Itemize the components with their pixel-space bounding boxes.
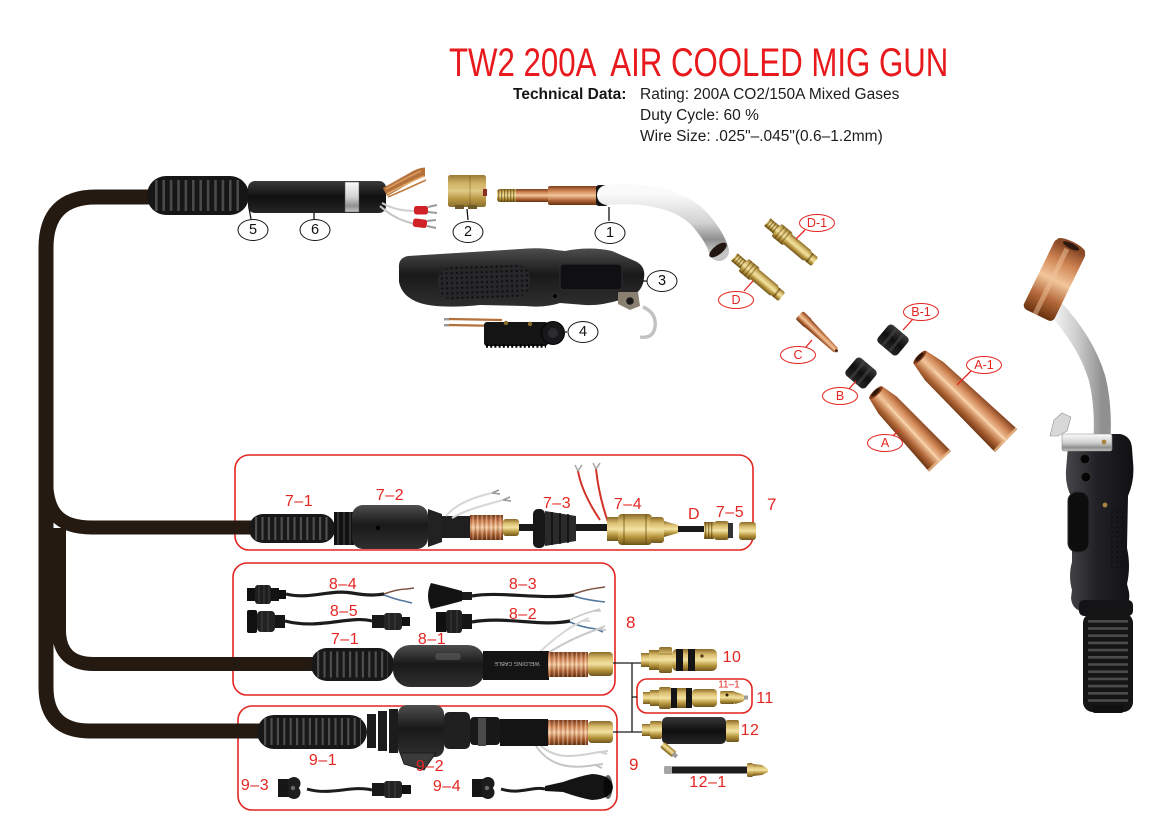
label-7-2: 7–2 [375,487,405,504]
callout-b: B [822,387,858,405]
part6-rear-tube [248,181,386,213]
part9-2-connector [367,705,500,771]
callout-2-connector-block: 2 [452,221,484,243]
callout-4-trigger: 4 [567,321,599,343]
tech-duty-cycle: Duty Cycle: 60 % [640,107,759,124]
label-section-8: 8 [626,613,636,632]
label-7-1: 7–1 [284,493,314,510]
part11-connector [643,687,717,709]
callout-5-strain-relief: 5 [237,219,269,241]
section-boxes [232,454,754,811]
label-12-1: 12–1 [689,774,727,791]
part3-handle [398,248,657,339]
label-8-7-1: 7–1 [330,631,360,648]
callout-d: D [718,291,754,309]
part12-connector [642,717,739,759]
part1-gooseneck [497,184,729,261]
label-9-1: 9–1 [308,752,338,769]
part9-1-spring [257,715,367,749]
part7-2-rear-housing [334,505,442,549]
copper-strand-bundle [382,167,427,198]
callout-3-handle: 3 [646,270,678,292]
label-10: 10 [722,649,742,666]
part-d-small-diffuser [704,521,733,540]
label-7-d: D [687,506,701,523]
red-spade-terminals [379,202,438,229]
main-cable-routing [38,189,325,739]
label-7-5: 7–5 [715,504,745,521]
section7-box [234,454,754,551]
gun-gooseneck [1044,297,1111,445]
technical-data-label: Technical Data: [513,86,627,103]
label-12: 12 [740,722,760,739]
label-section-7: 7 [767,495,777,514]
section7-assembly [249,462,756,549]
label-9-3: 9–3 [240,777,270,794]
callout-1-gooseneck: 1 [594,222,626,244]
part8-2-switch-cable [436,608,605,633]
label-8-3: 8–3 [508,576,538,593]
red-callout-leaders [743,229,972,437]
callout-d1: D-1 [799,214,835,232]
part-b-insulator [843,355,879,391]
part7-4-brass-connector [607,514,704,545]
connector-bracket-lines [613,662,642,733]
label-7-3: 7–3 [542,495,572,512]
part9-4-pin-boot-cable [472,774,613,800]
part7-3-nut [533,509,576,548]
part8-5-adapter-cable [247,610,410,633]
section8-box [232,562,616,696]
cable-jacket-print: WELDING CABLE [494,660,540,666]
label-8-4: 8–4 [328,576,358,593]
part10-connector [641,647,717,673]
callout-a: A [867,434,903,452]
part12-1-rod [664,763,768,777]
part8-3-boot-cable [428,583,606,609]
page-title: TW2 200A AIR COOLED MIG GUN [449,41,949,85]
label-9-2: 9–2 [415,758,445,775]
label-8-1: 8–1 [417,631,447,648]
part5-strain-relief [147,176,249,215]
part8-4-switch-cable [247,585,415,604]
part2-connector-block [448,175,487,209]
part4-trigger-switch [444,317,565,348]
part-a1-nozzle [913,350,1018,453]
label-section-9: 9 [629,755,639,774]
gun-lock-lever [1049,412,1072,437]
gun-trigger [1067,491,1090,553]
label-8-5: 8–5 [329,603,359,620]
label-11: 11 [756,690,774,707]
label-7-4: 7–4 [613,496,643,513]
label-9-4: 9–4 [432,778,462,795]
switch-lead-wires [445,492,504,519]
part11-1-tip [720,691,748,704]
callout-6-rear-tube: 6 [299,219,331,241]
trigger-lead-wires [577,468,609,523]
label-8-2: 8–2 [508,606,538,623]
callout-a1: A-1 [966,356,1002,374]
part-c-contact-tip [796,311,839,353]
callout-b1: B-1 [903,303,939,321]
section8-assembly: WELDING CABLE [247,583,613,687]
section11-box [636,678,753,714]
hanger-hook [639,305,657,339]
label-11-1: 11–1 [718,679,740,691]
gun-nozzle [1023,238,1086,321]
black-callout-leaders [248,207,647,333]
part9-3-pin-cable [278,777,411,799]
tech-rating: Rating: 200A CO2/150A Mixed Gases [640,86,900,103]
part7-5-nut [739,522,756,540]
part8-1-cable-assembly: WELDING CABLE [393,617,613,687]
tech-wire-size: Wire Size: .025"–.045"(0.6–1.2mm) [640,128,883,145]
callout-c: C [780,346,816,364]
assembled-gun [1023,238,1134,713]
gun-neck-lock [1061,433,1113,452]
section9-assembly [257,705,613,800]
part-a-nozzle [869,386,952,472]
